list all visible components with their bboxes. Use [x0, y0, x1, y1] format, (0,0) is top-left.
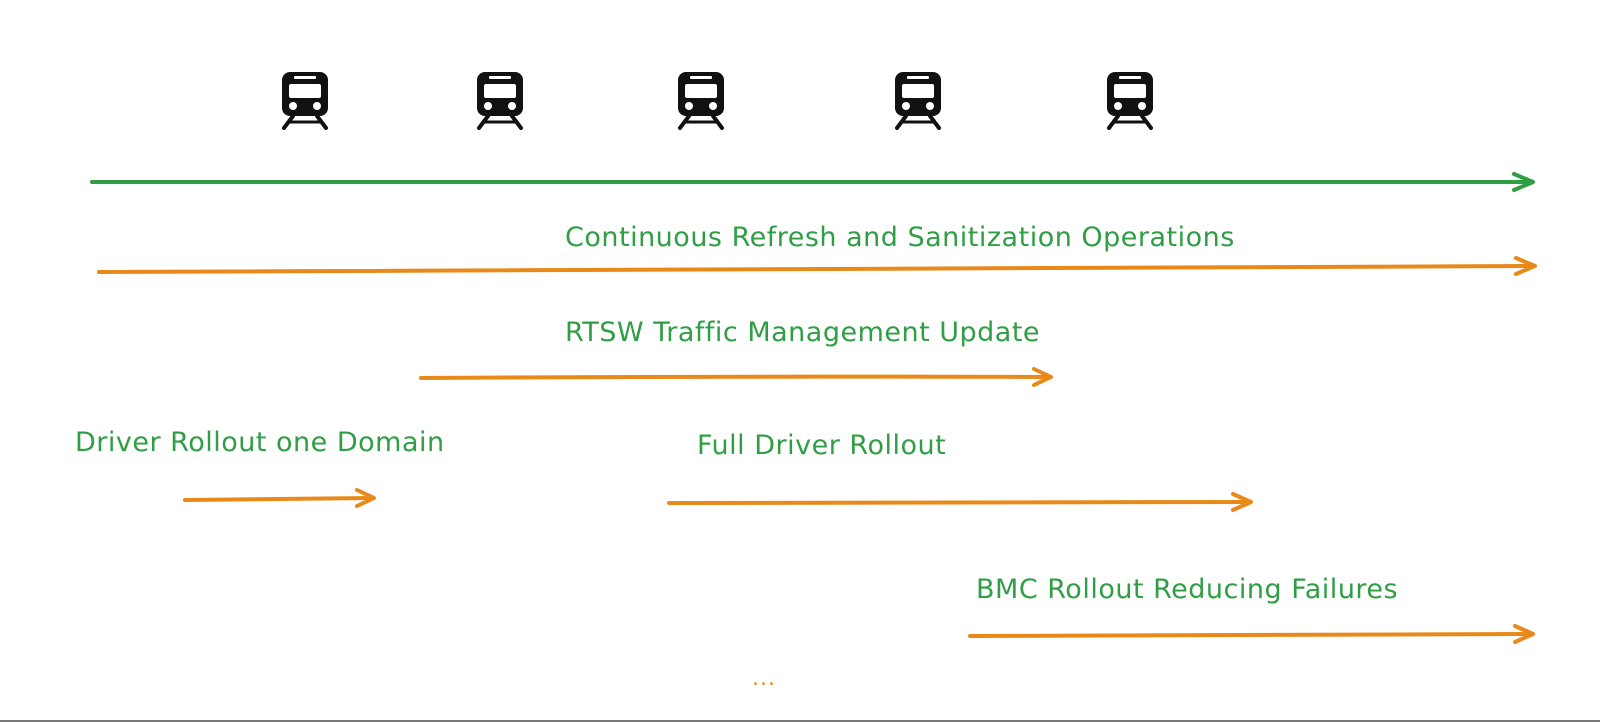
train-icon — [1105, 70, 1155, 130]
rtsw-update-label: RTSW Traffic Management Update — [565, 317, 1041, 348]
train-icon — [676, 70, 726, 130]
full-driver-label: Full Driver Rollout — [697, 430, 947, 461]
ellipsis-more: ... — [752, 666, 776, 691]
continuous-refresh-label: Continuous Refresh and Sanitization Oper… — [565, 222, 1235, 253]
train-icon — [280, 70, 330, 130]
train-icon — [893, 70, 943, 130]
bottom-divider — [0, 720, 1600, 722]
rtsw-update-arrow — [419, 367, 1053, 387]
driver-one-domain-label: Driver Rollout one Domain — [75, 427, 445, 458]
driver-one-domain-arrow — [183, 488, 376, 508]
full-driver-arrow — [667, 492, 1253, 512]
main-timeline-arrow — [90, 172, 1535, 192]
bmc-rollout-arrow — [968, 624, 1535, 644]
continuous-refresh-arrow — [97, 256, 1537, 276]
bmc-rollout-label: BMC Rollout Reducing Failures — [976, 574, 1399, 605]
train-icon — [475, 70, 525, 130]
